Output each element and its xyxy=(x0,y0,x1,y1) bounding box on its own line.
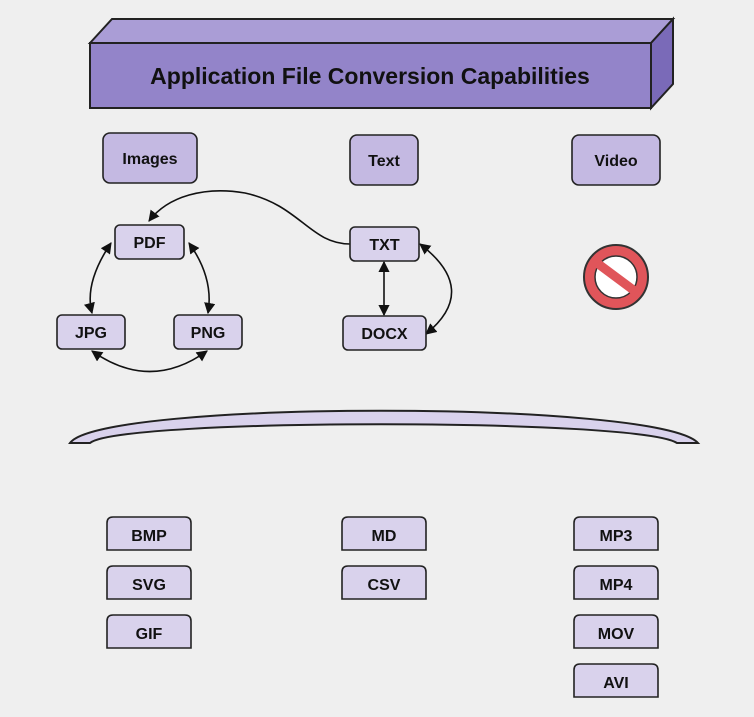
unsupported-text-column: MD CSV xyxy=(341,516,427,600)
format-tab-md: MD xyxy=(341,516,427,551)
edge-txt-docx-curved xyxy=(419,243,453,335)
format-tab-svg: SVG xyxy=(106,565,192,600)
format-node-txt: TXT xyxy=(349,226,420,262)
edge-pdf-jpg xyxy=(83,242,112,315)
format-node-label: PNG xyxy=(191,325,226,342)
format-tab-label: MOV xyxy=(598,626,635,643)
format-node-docx: DOCX xyxy=(342,315,427,351)
unsupported-video-column: MP3 MP4 MOV AVI xyxy=(573,516,659,698)
format-node-label: TXT xyxy=(369,237,399,254)
format-tab-mov: MOV xyxy=(573,614,659,649)
format-tab-mp4: MP4 xyxy=(573,565,659,600)
format-tab-mp3: MP3 xyxy=(573,516,659,551)
edge-pdf-png xyxy=(188,242,216,315)
unsupported-images-column: BMP SVG GIF xyxy=(106,516,192,649)
format-tab-label: SVG xyxy=(132,577,166,594)
format-tab-label: CSV xyxy=(368,577,401,594)
banner-front-face xyxy=(89,42,652,109)
format-tab-label: BMP xyxy=(131,528,167,545)
format-node-label: DOCX xyxy=(361,326,408,343)
category-images-label: Images xyxy=(122,151,177,168)
format-node-png: PNG xyxy=(173,314,243,350)
format-tab-label: MP4 xyxy=(600,577,633,594)
format-tab-bmp: BMP xyxy=(106,516,192,551)
prohibited-icon xyxy=(583,244,649,310)
format-tab-avi: AVI xyxy=(573,663,659,698)
category-text-label: Text xyxy=(368,153,400,170)
category-images: Images xyxy=(102,132,198,184)
category-video-label: Video xyxy=(594,153,638,170)
category-video: Video xyxy=(571,134,661,186)
format-node-jpg: JPG xyxy=(56,314,126,350)
conversion-edges xyxy=(83,190,453,373)
format-node-label: JPG xyxy=(75,325,107,342)
format-tab-csv: CSV xyxy=(341,565,427,600)
format-node-label: PDF xyxy=(134,235,166,252)
title-banner: Application File Conversion Capabilities xyxy=(87,16,676,111)
edge-jpg-png xyxy=(91,350,208,373)
format-tab-label: MD xyxy=(372,528,397,545)
banner-top-face xyxy=(87,18,676,44)
diagram-title: Application File Conversion Capabilities xyxy=(150,63,590,89)
format-tab-label: MP3 xyxy=(600,528,633,545)
format-tab-label: AVI xyxy=(603,675,628,692)
edge-txt-pdf xyxy=(148,190,351,245)
format-node-pdf: PDF xyxy=(114,224,185,260)
format-tab-label: GIF xyxy=(136,626,163,643)
category-text: Text xyxy=(349,134,419,186)
divider-shelf xyxy=(68,409,701,444)
format-tab-gif: GIF xyxy=(106,614,192,649)
